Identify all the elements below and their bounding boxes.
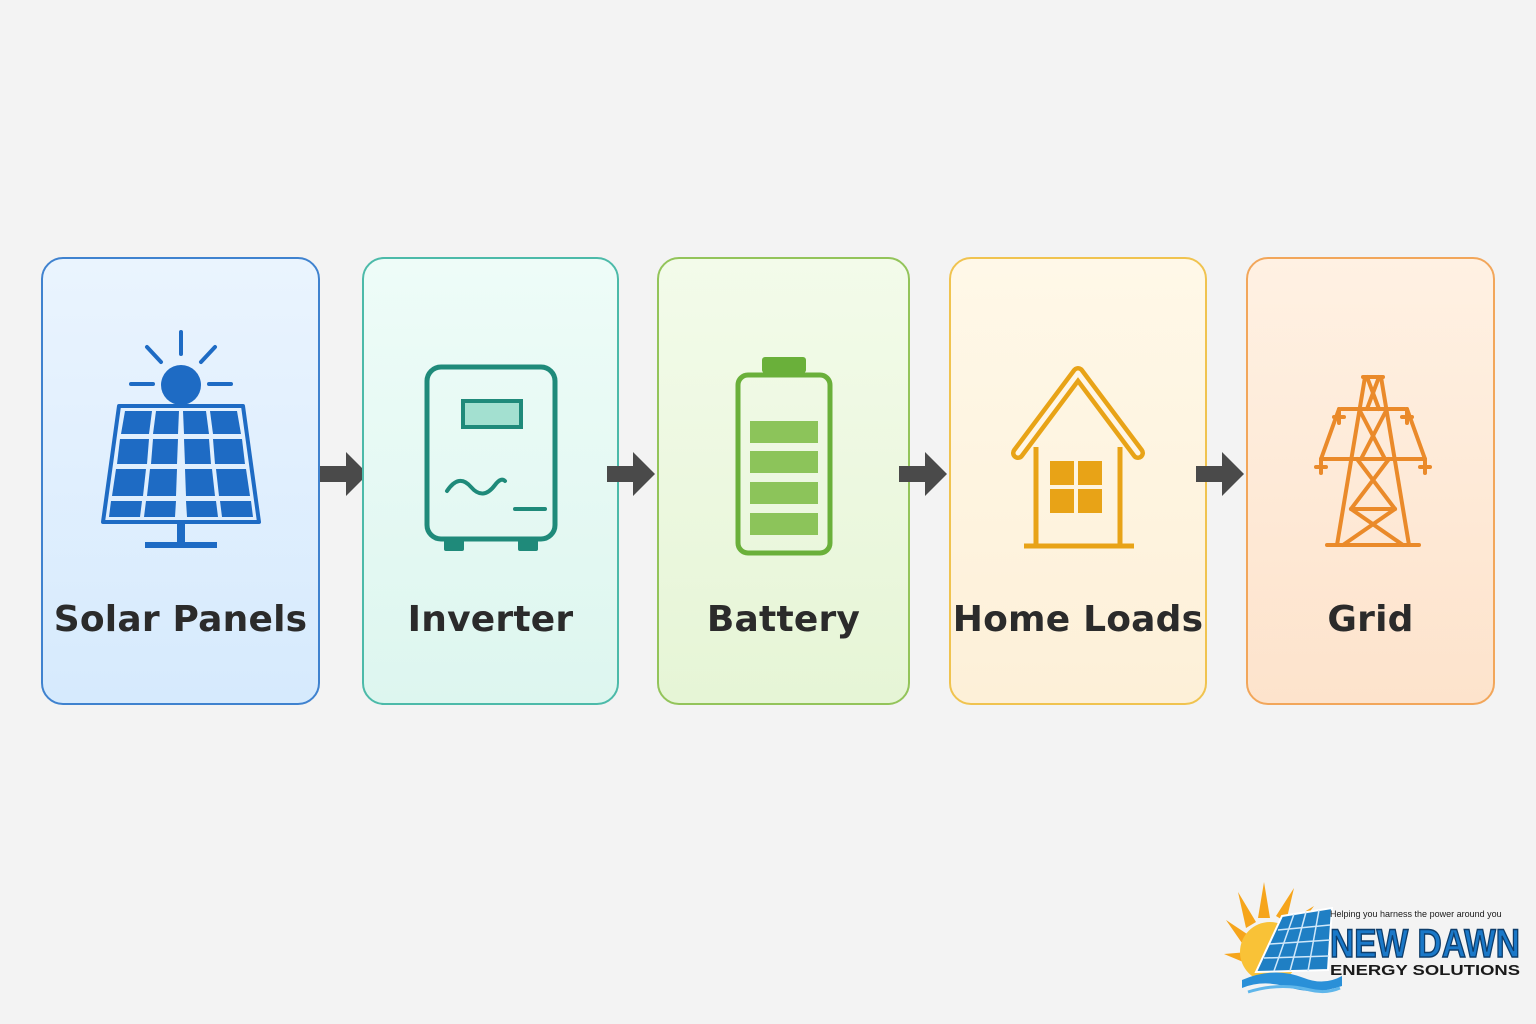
flow-arrow xyxy=(899,452,949,496)
solar-panel-icon xyxy=(1254,906,1334,974)
node-home-loads: Home Loads xyxy=(949,257,1207,705)
node-battery: Battery xyxy=(657,257,910,705)
logo-name: NEW DAWN xyxy=(1330,922,1520,966)
logo-tagline: Helping you harness the power around you xyxy=(1330,909,1502,919)
node-solar-panels: Solar Panels xyxy=(41,257,320,705)
node-grid: Grid xyxy=(1246,257,1495,705)
node-label: Battery xyxy=(706,599,861,640)
flow-arrow xyxy=(607,452,657,496)
node-label: Solar Panels xyxy=(53,599,308,640)
house-icon xyxy=(951,329,1205,559)
flow-arrow xyxy=(1196,452,1246,496)
node-label: Inverter xyxy=(407,599,574,640)
flow-arrow xyxy=(320,452,370,496)
battery-icon xyxy=(659,329,908,559)
solar-panel-icon xyxy=(43,329,318,559)
wave-icon xyxy=(1242,972,1342,994)
node-label: Grid xyxy=(1327,599,1414,640)
logo-subname: ENERGY SOLUTIONS xyxy=(1330,962,1520,979)
node-label: Home Loads xyxy=(952,599,1204,640)
node-inverter: Inverter xyxy=(362,257,619,705)
company-logo: Helping you harness the power around you… xyxy=(1224,880,1524,1000)
transmission-tower-icon xyxy=(1248,329,1493,559)
inverter-icon xyxy=(364,329,617,559)
